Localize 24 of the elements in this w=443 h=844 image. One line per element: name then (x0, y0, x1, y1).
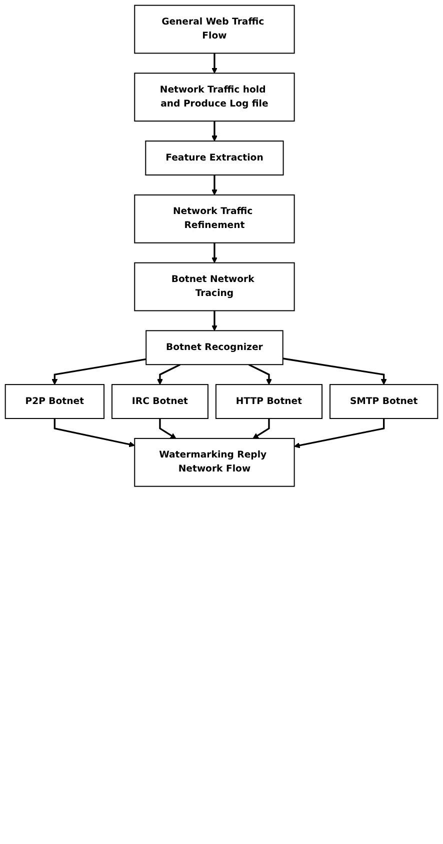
arrow (52, 358, 146, 385)
node-box: HTTP Botnet (215, 384, 322, 419)
node-box: IRC Botnet (111, 384, 208, 419)
node-box: Network Traffic Refinement (134, 194, 295, 244)
node-box: Network Traffic hold and Produce Log file (134, 72, 295, 122)
arrow (212, 310, 218, 331)
arrow (212, 121, 218, 142)
arrow (212, 174, 218, 196)
arrow (294, 418, 385, 448)
arrow (212, 53, 218, 74)
node-box: Feature Extraction (145, 140, 284, 176)
node-box: Botnet Recognizer (146, 330, 284, 366)
arrow (252, 418, 270, 439)
arrow (248, 364, 272, 385)
node-box: General Web Traffic Flow (134, 4, 295, 54)
arrow (212, 242, 218, 264)
arrow (157, 364, 181, 385)
node-box: SMTP Botnet (330, 384, 438, 419)
node-box: P2P Botnet (4, 384, 104, 419)
arrow (282, 358, 387, 385)
arrow (159, 418, 176, 439)
arrow (54, 418, 135, 448)
node-box: Botnet Network Tracing (134, 262, 295, 312)
node-box: Watermarking Reply Network Flow (134, 438, 295, 487)
